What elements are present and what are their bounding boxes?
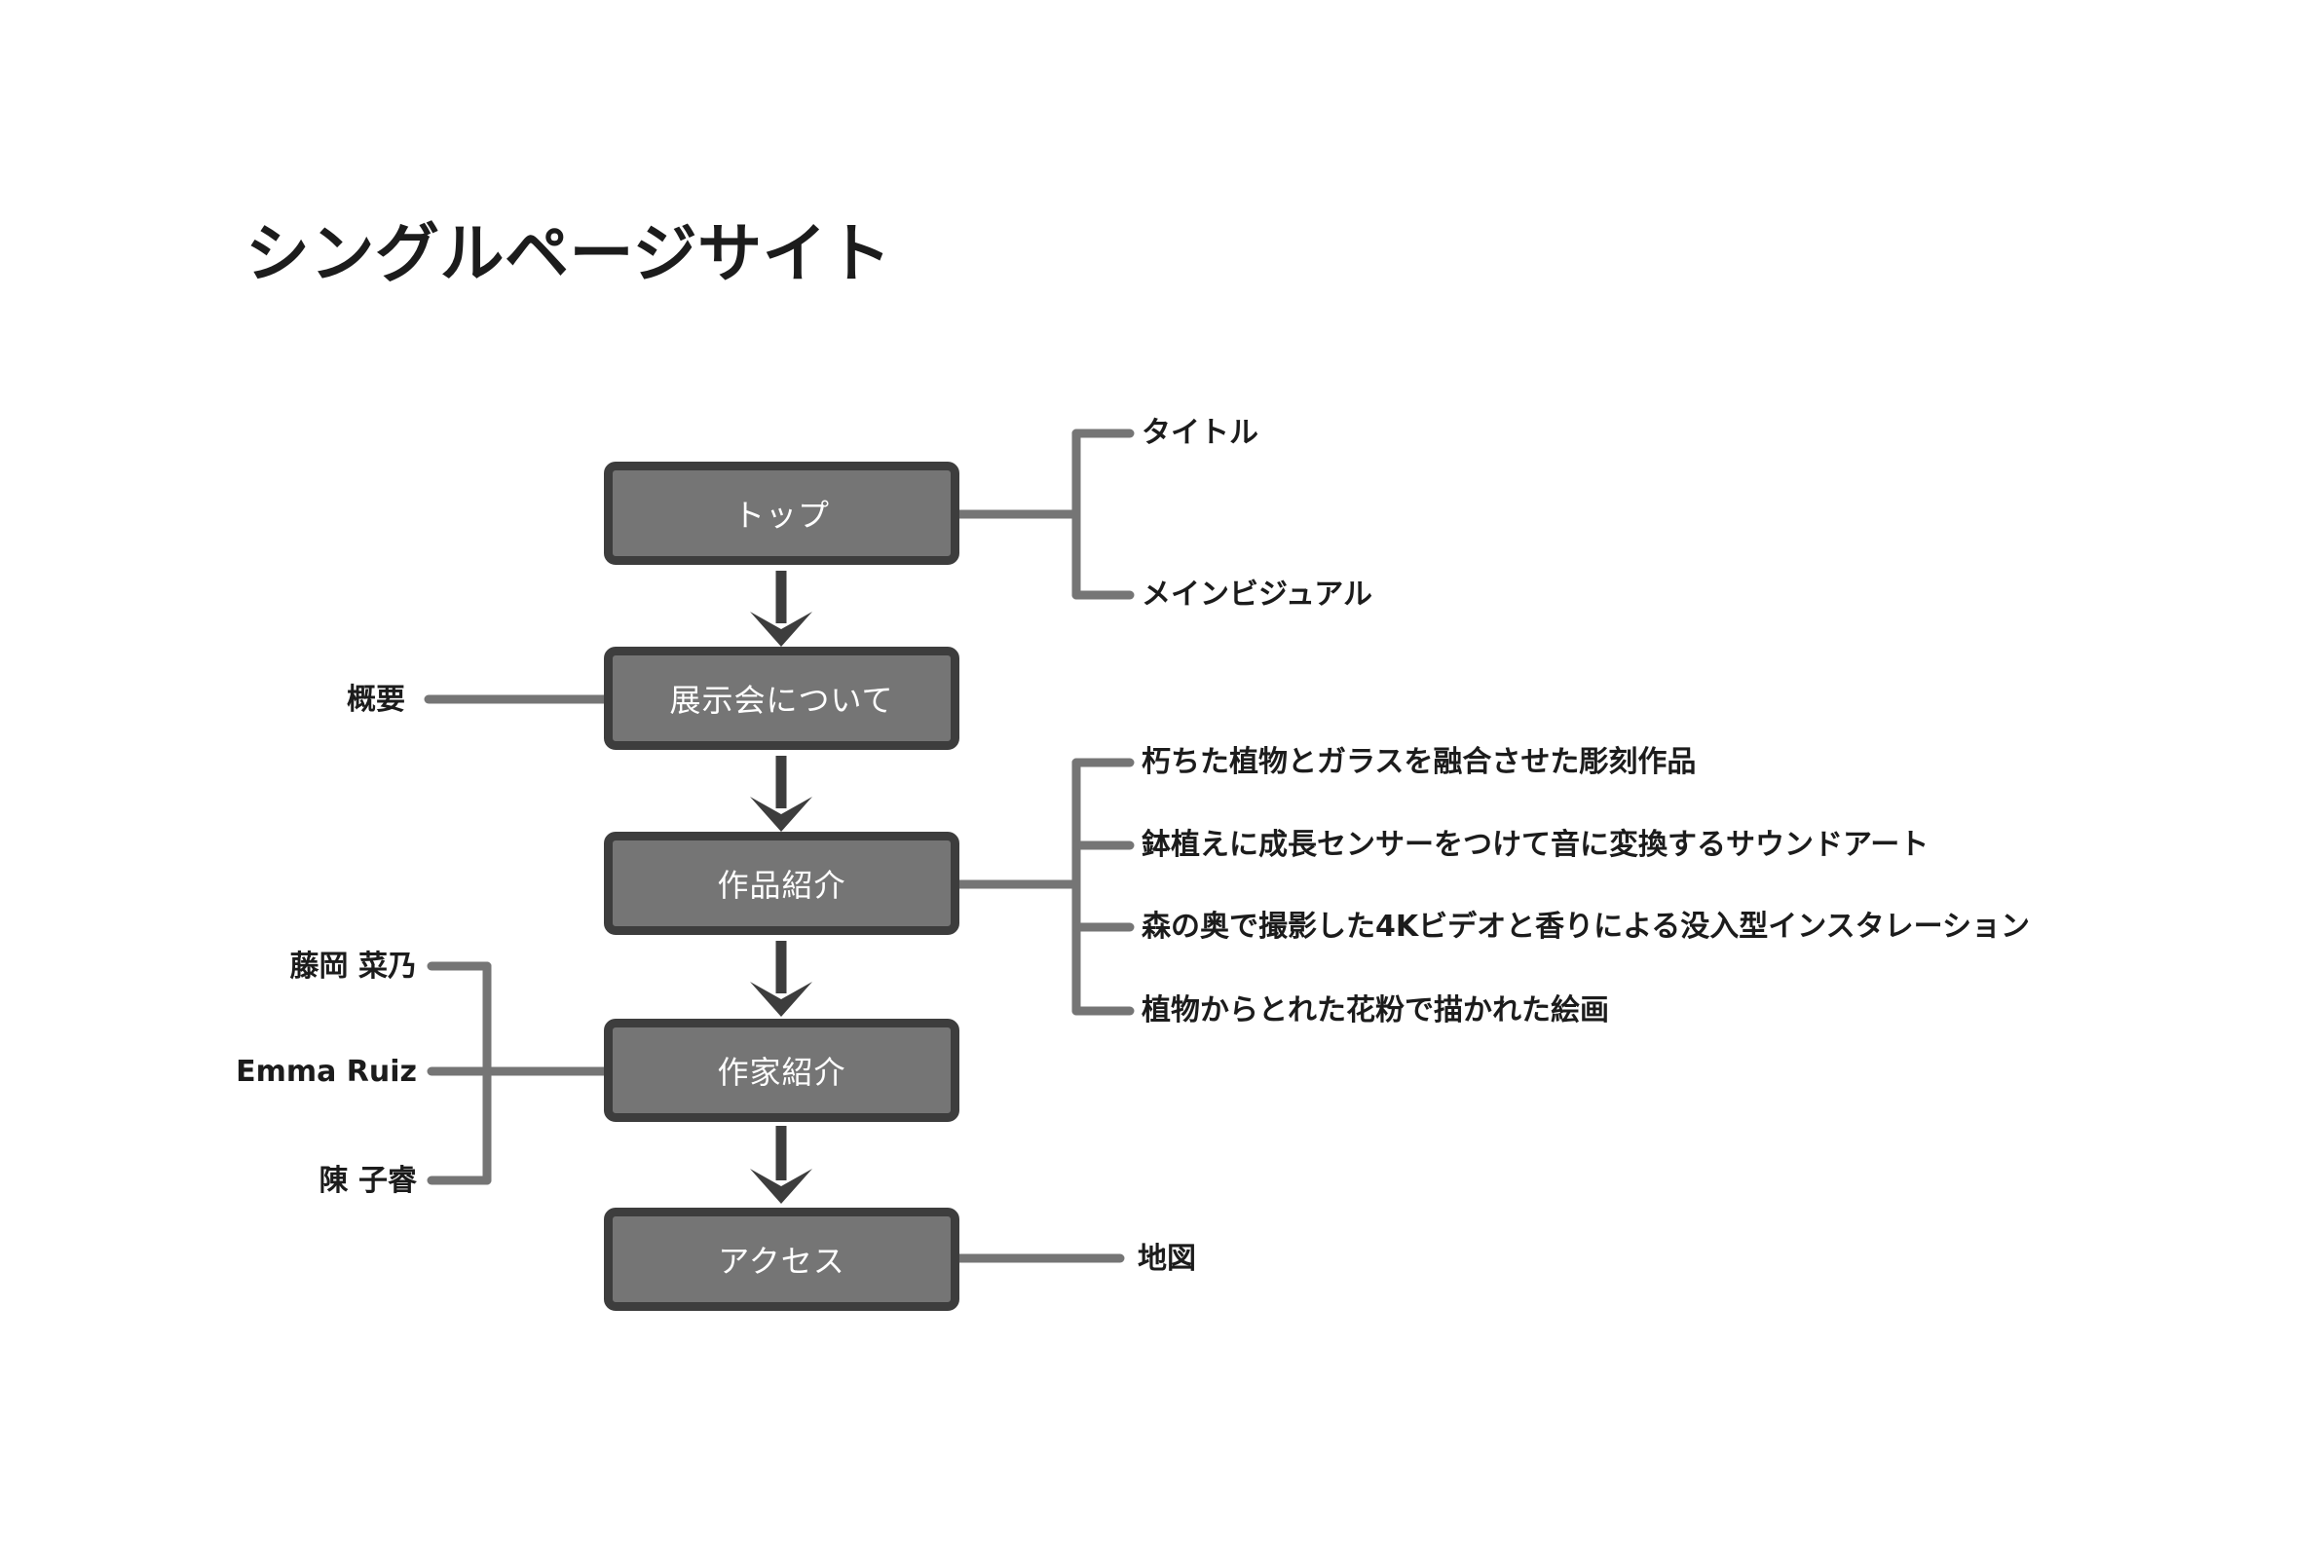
flow-node-top-label: トップ (732, 497, 830, 534)
flow-node-works[interactable]: 作品紹介 (604, 832, 959, 935)
branch-label-artist-1: 藤岡 菜乃 (289, 950, 417, 984)
branch-label-artist-3: 陳 子睿 (319, 1164, 417, 1198)
flow-node-about-label: 展示会について (669, 682, 894, 719)
flow-node-top[interactable]: トップ (604, 462, 959, 565)
branch-label-works-1: 朽ちた植物とガラスを融合させた彫刻作品 (1142, 745, 1697, 779)
arrow-head-1 (750, 612, 812, 647)
branch-label-works-4: 植物からとれた花粉で描かれた絵画 (1142, 993, 1609, 1027)
flow-node-about[interactable]: 展示会について (604, 647, 959, 750)
flow-node-access-label: アクセス (718, 1243, 845, 1280)
arrow-head-2 (750, 797, 812, 832)
arrow-head-4 (750, 1169, 812, 1204)
flow-node-artists[interactable]: 作家紹介 (604, 1019, 959, 1122)
branch-label-about-overview: 概要 (347, 683, 405, 717)
arrow-head-3 (750, 982, 812, 1017)
flow-node-access[interactable]: アクセス (604, 1208, 959, 1311)
branch-label-access-map: 地図 (1138, 1242, 1196, 1276)
branch-label-top-main-visual: メインビジュアル (1142, 578, 1372, 612)
branch-label-works-2: 鉢植えに成長センサーをつけて音に変換するサウンドアート (1142, 828, 1930, 862)
page-title: シングルページサイト (245, 216, 892, 291)
branch-label-artist-2: Emma Ruiz (236, 1055, 417, 1089)
branch-label-top-title: タイトル (1142, 416, 1258, 450)
flow-node-works-label: 作品紹介 (717, 867, 846, 904)
branch-label-works-3: 森の奥で撮影した4Kビデオと香りによる没入型インスタレーション (1142, 910, 2031, 944)
flow-node-artists-label: 作家紹介 (717, 1054, 846, 1091)
